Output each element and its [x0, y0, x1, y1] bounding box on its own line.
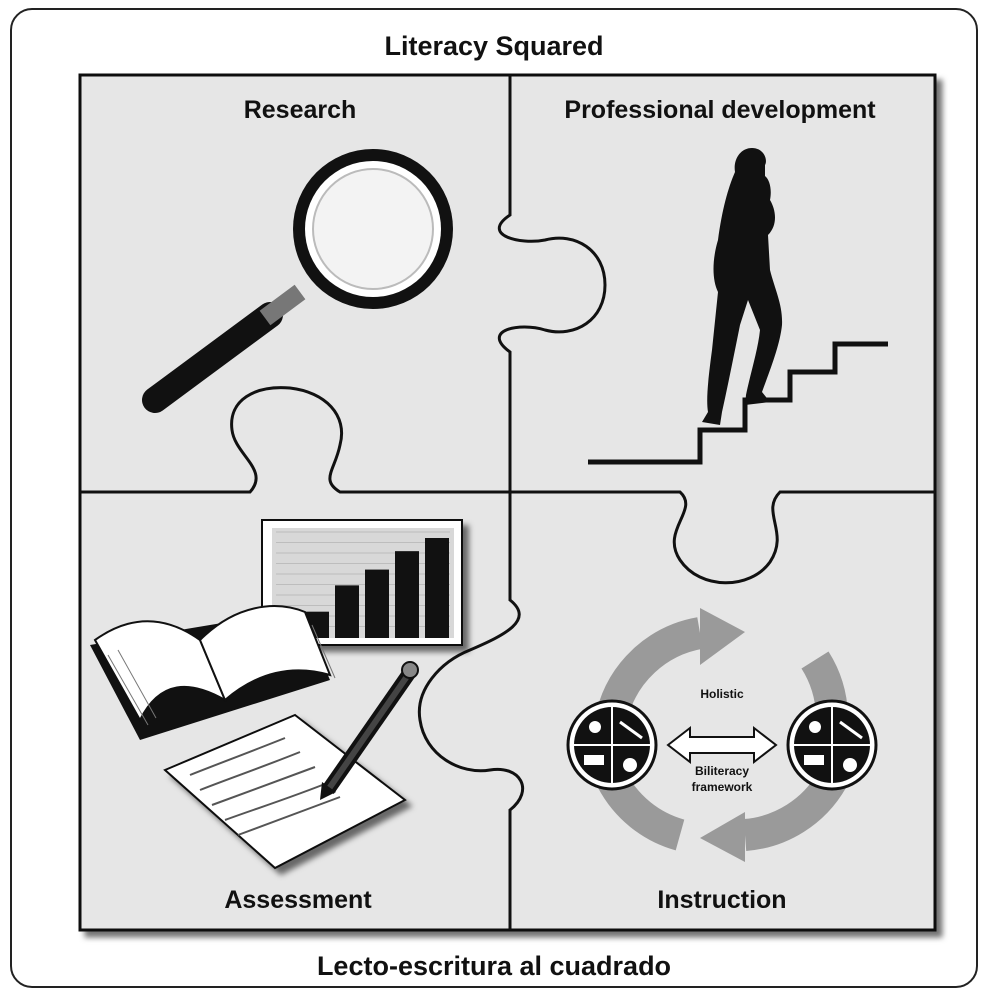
piece-label-instruction: Instruction: [657, 886, 786, 914]
paper-with-pencil-icon: [163, 661, 419, 870]
piece-label-assessment: Assessment: [224, 886, 372, 914]
diagram-title: Literacy Squared: [384, 31, 603, 61]
chart-bars: [276, 531, 450, 638]
double-arrow-icon: [666, 725, 778, 765]
cycle-label-holistic: Holistic: [700, 687, 744, 701]
chart-bar: [335, 585, 359, 638]
diagram-subtitle: Lecto-escritura al cuadrado: [317, 951, 671, 981]
chart-bar: [365, 569, 389, 638]
cycle-label-framework: framework: [692, 780, 753, 794]
cycle-label-biliteracy: Biliteracy: [695, 764, 749, 778]
classroom-roundel-right-icon: [786, 699, 878, 791]
woman-climbing-stairs-icon: [588, 148, 888, 465]
classroom-roundel-left-icon: [566, 699, 658, 791]
magnifying-glass-icon: [142, 149, 453, 413]
puzzle-seams: [80, 75, 935, 930]
open-book-icon: [90, 605, 336, 740]
chart-bar: [425, 538, 449, 638]
assessment-bar-chart: [261, 519, 463, 646]
piece-label-professional-development: Professional development: [564, 96, 876, 124]
piece-label-research: Research: [244, 96, 357, 124]
chart-bar: [395, 551, 419, 638]
